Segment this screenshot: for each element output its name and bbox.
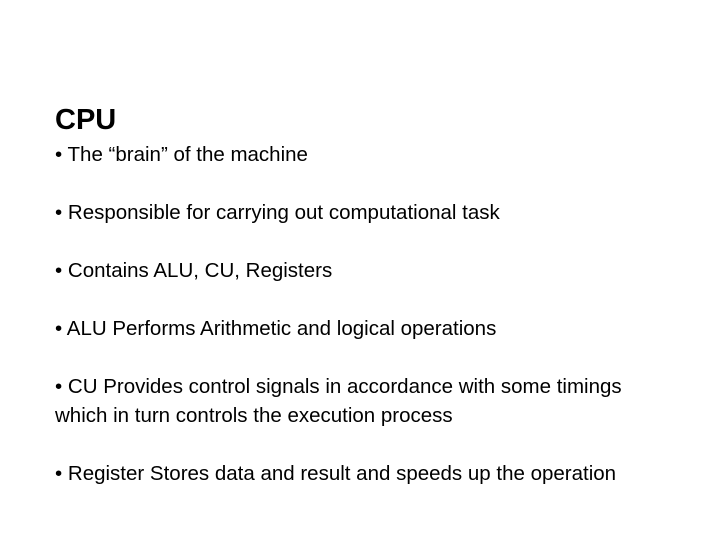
bullet-text: Register Stores data and result and spee… [67, 462, 617, 485]
bullet-item: • Contains ALU, CU, Registers [55, 256, 675, 285]
bullet-item: • CU Provides control signals in accorda… [55, 372, 675, 430]
bullet-marker: • [55, 143, 63, 166]
bullet-text: Contains ALU, CU, Registers [67, 259, 333, 282]
bullet-item: • ALU Performs Arithmetic and logical op… [55, 314, 675, 343]
bullet-text: CU Provides control signals in accordanc… [55, 375, 622, 427]
bullet-marker: • [55, 375, 63, 398]
bullet-item: • The “brain” of the machine [55, 140, 675, 169]
bullet-marker: • [55, 462, 63, 485]
bullet-text: Responsible for carrying out computation… [67, 201, 500, 224]
bullet-text: The “brain” of the machine [67, 143, 308, 166]
bullet-item: • Register Stores data and result and sp… [55, 459, 675, 488]
bullet-list: • The “brain” of the machine • Responsib… [55, 140, 675, 517]
slide-title: CPU [55, 104, 117, 136]
bullet-marker: • [55, 201, 63, 224]
bullet-item: • Responsible for carrying out computati… [55, 198, 675, 227]
bullet-marker: • [55, 259, 63, 282]
bullet-text: ALU Performs Arithmetic and logical oper… [66, 317, 497, 340]
bullet-marker: • [55, 317, 63, 340]
